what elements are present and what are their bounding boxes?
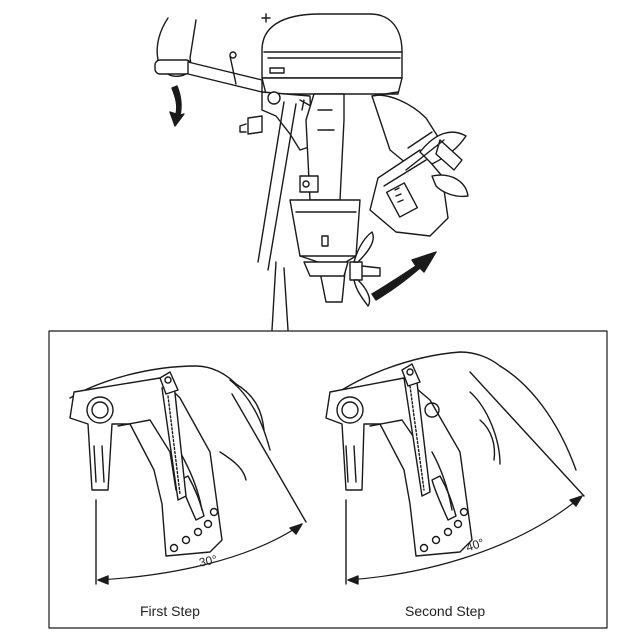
first-step-caption: First Step [140, 603, 200, 619]
second-step-detail [325, 351, 585, 585]
tilt-lever-rod [401, 363, 431, 497]
mid-section [299, 93, 345, 201]
detail-frame [48, 330, 608, 629]
lower-unit [289, 199, 361, 303]
angle-arc [347, 495, 583, 581]
engine-cowling [261, 13, 403, 95]
transom-line [257, 101, 285, 263]
transom-line [301, 99, 305, 111]
pivot-bolt-icon [86, 396, 114, 424]
tilt-hole-icon [443, 527, 453, 537]
transom-line [267, 103, 297, 271]
tilt-hole-icon [419, 543, 429, 553]
tilt-hole-icon [169, 543, 179, 553]
first-step-detail [69, 365, 307, 585]
angle-ref-line [469, 371, 585, 497]
tilt-lever-rod [159, 371, 187, 501]
tilt-hole-icon [203, 519, 213, 529]
callout-line [283, 267, 289, 331]
tilt-hole-icon [431, 535, 441, 545]
second-step-caption: Second Step [405, 603, 486, 619]
tiller-handle [154, 51, 263, 93]
callout-line [271, 261, 277, 331]
angle-arc [97, 523, 303, 581]
tilted-lower-unit [369, 91, 469, 237]
tilt-hole-icon [209, 507, 219, 517]
tilt-up-arrow-icon [371, 251, 437, 301]
outboard-motor [154, 13, 469, 331]
tilt-hole-icon [181, 535, 191, 545]
tilt-hole-icon [193, 527, 203, 537]
tilt-hole-icon [459, 507, 469, 517]
pivot-bolt-icon [336, 396, 364, 424]
push-down-arrow-icon [169, 85, 185, 127]
angle-ref-line [231, 393, 307, 523]
propeller [349, 231, 381, 307]
tilt-hole-icon [453, 519, 463, 529]
